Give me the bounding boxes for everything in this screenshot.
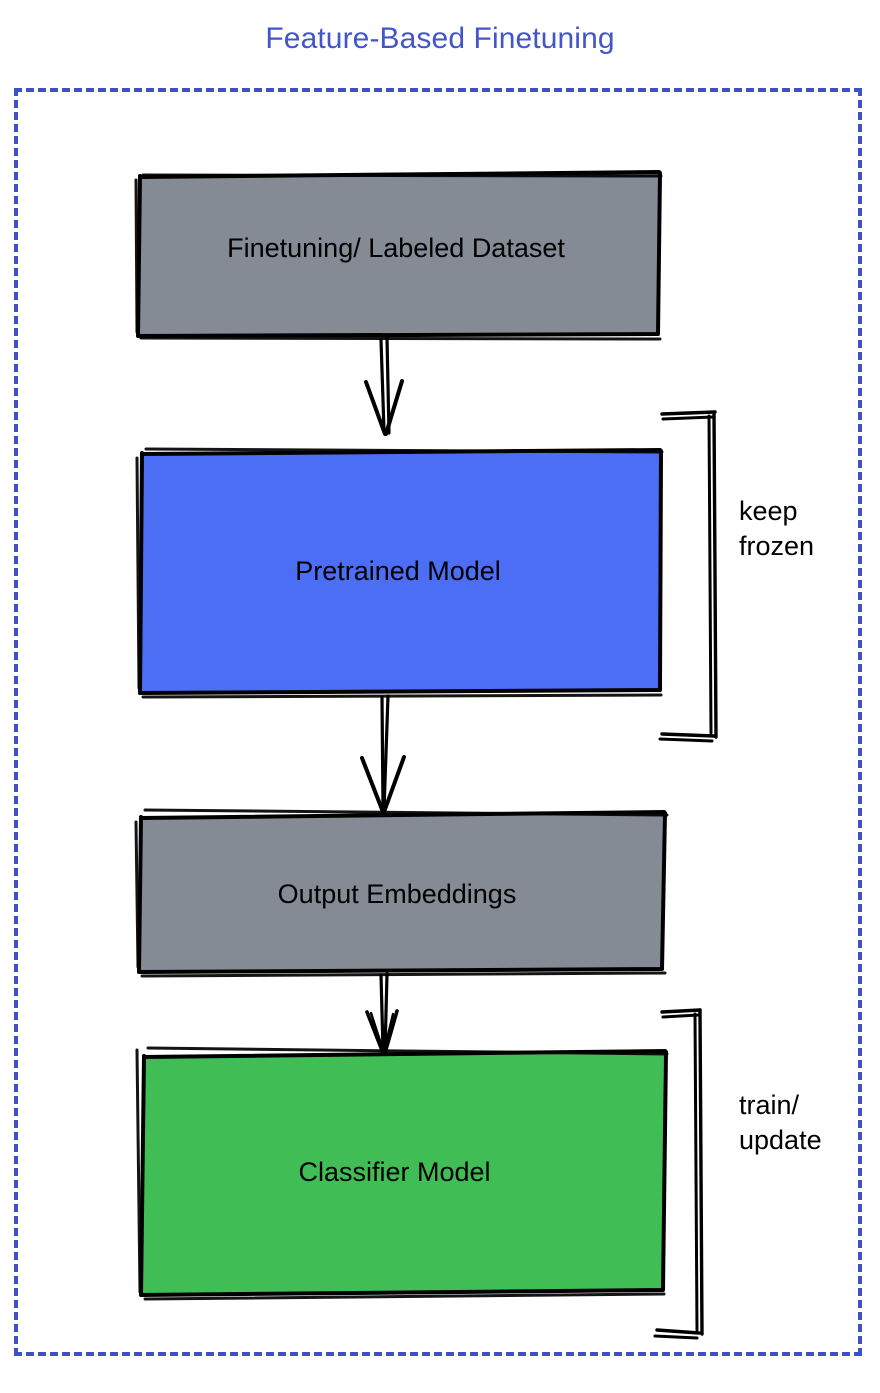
annotation-train-update: train/ update (739, 1090, 822, 1155)
page-title: Feature-Based Finetuning (265, 22, 615, 55)
annotation-keep-frozen: keep frozen (739, 496, 815, 561)
diagram-dashed-frame (14, 88, 862, 1356)
node-embeddings[interactable]: Output Embeddings (137, 814, 665, 971)
node-classifier[interactable]: Classifier Model (140, 1053, 665, 1293)
node-pretrained-label: Pretrained Model (295, 555, 501, 586)
node-classifier-label: Classifier Model (298, 1157, 491, 1188)
node-pretrained[interactable]: Pretrained Model (137, 451, 661, 692)
node-dataset-label: Finetuning/ Labeled Dataset (227, 232, 565, 263)
node-embeddings-label: Output Embeddings (277, 878, 517, 909)
node-dataset[interactable]: Finetuning/ Labeled Dataset (136, 173, 660, 336)
